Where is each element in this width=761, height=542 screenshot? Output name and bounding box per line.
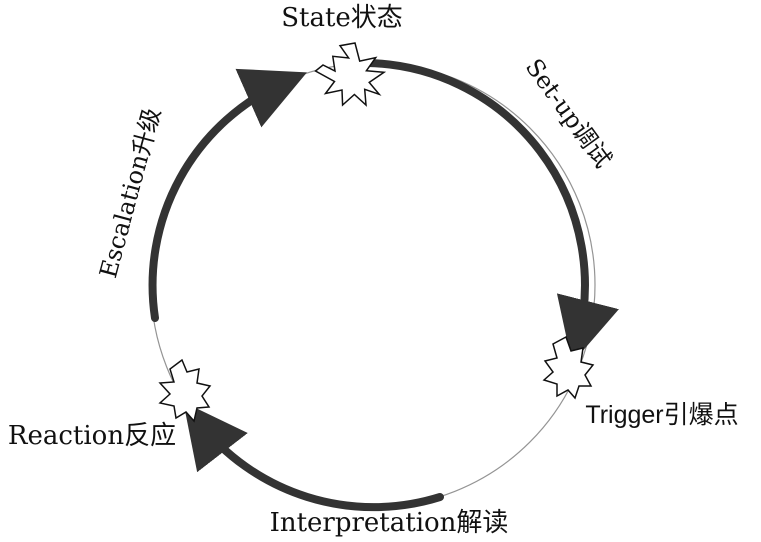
label-state: State状态: [281, 3, 403, 33]
label-interpretation: Interpretation解读: [270, 508, 509, 538]
arrow-escalation-to-state: [148, 68, 307, 322]
label-trigger: Trigger引爆点: [585, 401, 738, 429]
burst-icon-trigger: [542, 335, 595, 400]
arrow-state-to-trigger: [364, 59, 619, 364]
arrow-interpretation-to-reaction: [183, 402, 444, 512]
label-setup: Set-up调试: [520, 54, 617, 173]
burst-icon-state: [314, 42, 387, 107]
burst-icon-reaction: [158, 358, 212, 423]
label-reaction: Reaction反应: [8, 421, 176, 451]
